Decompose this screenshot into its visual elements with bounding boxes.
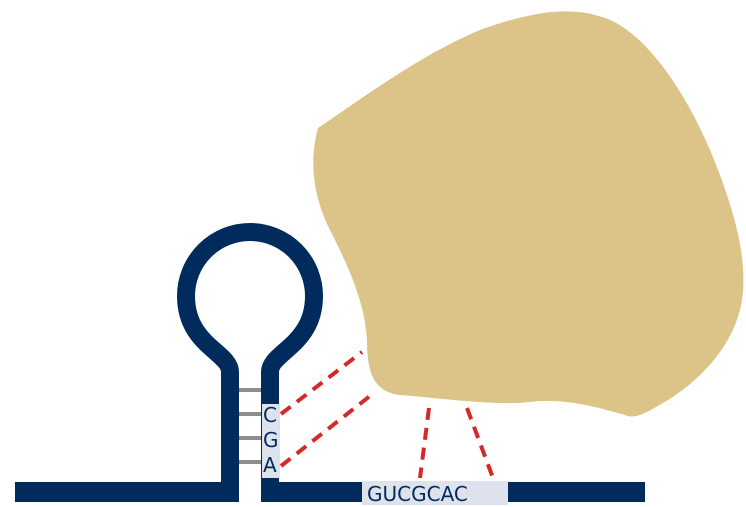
contact-line (281, 392, 375, 466)
base-pair-lines (238, 390, 265, 462)
contact-line (281, 352, 362, 414)
contact-line (467, 408, 493, 478)
contact-line (420, 408, 429, 478)
stem-base-g: G (263, 428, 279, 452)
protein-blob (313, 11, 743, 416)
rna-hairpin (186, 232, 314, 498)
rna-baseline-left (15, 482, 239, 502)
stem-base-a: A (263, 453, 277, 477)
stem-base-c: C (263, 403, 277, 427)
binding-sequence-label: GUCGCAC (367, 482, 468, 506)
